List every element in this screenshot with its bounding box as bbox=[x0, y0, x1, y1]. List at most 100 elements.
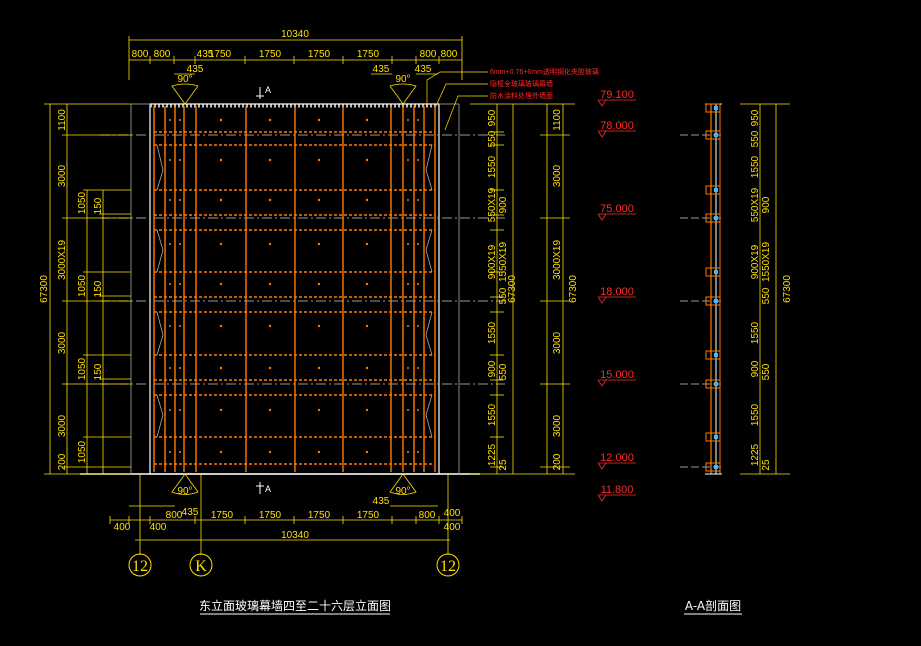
right-col1-dim: 900 bbox=[498, 196, 509, 213]
section-dim: 900 bbox=[761, 196, 772, 213]
elevation-frame bbox=[80, 103, 480, 475]
left-main-dim: 3000 bbox=[57, 164, 68, 187]
left-main-dim: 3000 bbox=[57, 331, 68, 354]
panel-dot bbox=[407, 283, 409, 285]
bottom-angle-fans bbox=[171, 473, 417, 495]
top-segment-dim: 800 bbox=[154, 49, 171, 60]
top-segment-dim: 800 bbox=[420, 49, 437, 60]
top-segment-dim: 1750 bbox=[357, 49, 380, 60]
panel-dot bbox=[407, 159, 409, 161]
left-main-dim: 3000 bbox=[57, 414, 68, 437]
section-dimension-lines bbox=[740, 103, 790, 475]
level-triangle bbox=[597, 296, 607, 304]
level-triangle bbox=[597, 130, 607, 138]
panel-dot bbox=[179, 243, 181, 245]
window-opening-marks bbox=[156, 144, 433, 438]
panel-dot bbox=[417, 159, 419, 161]
section-anchor-nodes bbox=[705, 103, 721, 472]
panel-dot bbox=[417, 199, 419, 201]
left-main-dim: 200 bbox=[57, 453, 68, 470]
panel-dot bbox=[179, 451, 181, 453]
section-seal bbox=[714, 188, 718, 192]
section-anchor bbox=[705, 103, 721, 113]
panel-dot bbox=[365, 282, 369, 286]
right-col1-dim: 550 bbox=[498, 287, 509, 304]
bottom-segment-dim: 800 bbox=[166, 510, 183, 521]
panel-dot bbox=[169, 325, 171, 327]
panel-dot bbox=[219, 282, 223, 286]
section-dim: 1225 bbox=[750, 443, 761, 466]
top-segment-dim: 435 bbox=[197, 49, 214, 60]
section-seal bbox=[714, 270, 718, 274]
section-anchor bbox=[705, 350, 721, 360]
level-value: 15.000 bbox=[600, 369, 634, 381]
top-segment-dim: 1750 bbox=[308, 49, 331, 60]
right-col2-dim: 200 bbox=[552, 453, 563, 470]
note-curtain-wall: 隐框全玻璃玻璃幕墙 bbox=[490, 79, 553, 88]
panel-dot bbox=[169, 367, 171, 369]
panel-dot bbox=[268, 450, 272, 454]
left-dimension-lines bbox=[44, 103, 131, 475]
bottom-dimension bbox=[109, 474, 463, 555]
bottom-segment-dim: 1750 bbox=[357, 510, 380, 521]
right-col2-dim: 1100 bbox=[552, 109, 563, 131]
section-dim: 900X19 bbox=[750, 244, 761, 279]
transoms bbox=[154, 131, 435, 465]
section-anchor bbox=[705, 185, 721, 195]
section-total-dim: 67300 bbox=[782, 275, 793, 303]
section-seal bbox=[714, 299, 718, 303]
panel-dot bbox=[268, 408, 272, 412]
panel-dot bbox=[417, 325, 419, 327]
left-total-dim: 67300 bbox=[39, 275, 50, 303]
panel-dot bbox=[268, 198, 272, 202]
section-anchor bbox=[705, 213, 721, 223]
panel-dot bbox=[179, 199, 181, 201]
panel-dot bbox=[417, 367, 419, 369]
panel-dot bbox=[268, 282, 272, 286]
panel-dot bbox=[169, 283, 171, 285]
top-segment-dim: 800 bbox=[132, 49, 149, 60]
floor-lines bbox=[100, 134, 505, 385]
section-seal bbox=[714, 465, 718, 469]
panel-dot bbox=[219, 324, 223, 328]
level-value: 78.000 bbox=[600, 120, 634, 132]
note-glass-spec: 6mm+0.76+6mm透明钢化夹胶玻璃 bbox=[490, 67, 599, 76]
panel-dot bbox=[417, 451, 419, 453]
right-col1-dim: 550X19 bbox=[487, 187, 498, 222]
panel-dot bbox=[417, 283, 419, 285]
top-section-letter: A bbox=[265, 85, 271, 95]
level-value: 79.100 bbox=[600, 89, 634, 101]
level-triangle bbox=[597, 462, 607, 470]
panel-dot bbox=[219, 198, 223, 202]
right-col2-dim: 3000 bbox=[552, 414, 563, 437]
right-col1-dim: 900 bbox=[487, 360, 498, 377]
level-triangle bbox=[597, 213, 607, 221]
section-drawing bbox=[680, 103, 722, 475]
left-main-dim: 3000X19 bbox=[57, 240, 68, 280]
right-col1-dim: 550 bbox=[487, 130, 498, 147]
section-anchor bbox=[705, 130, 721, 140]
panel-dot bbox=[169, 159, 171, 161]
panel-dot bbox=[417, 409, 419, 411]
bottom-section-marker bbox=[256, 482, 264, 494]
level-value: 75.000 bbox=[600, 203, 634, 215]
panel-dot bbox=[268, 324, 272, 328]
level-triangle bbox=[597, 379, 607, 387]
level-value: 12.000 bbox=[600, 452, 634, 464]
panel-dot bbox=[317, 282, 321, 286]
panel-dot bbox=[179, 367, 181, 369]
right-col1-dim: 550 bbox=[498, 363, 509, 380]
bottom-segment-dim: 400 bbox=[150, 522, 167, 533]
left-sub-dim: 1050 bbox=[77, 440, 88, 463]
section-dim: 900 bbox=[750, 360, 761, 377]
top-segment-dim: 1750 bbox=[259, 49, 282, 60]
panel-dot bbox=[169, 451, 171, 453]
right-dimension-lines bbox=[470, 103, 575, 475]
panel-dot bbox=[169, 119, 171, 121]
right-col2-dim: 3000 bbox=[552, 164, 563, 187]
panel-dot bbox=[179, 159, 181, 161]
level-value: 11.800 bbox=[601, 484, 634, 496]
